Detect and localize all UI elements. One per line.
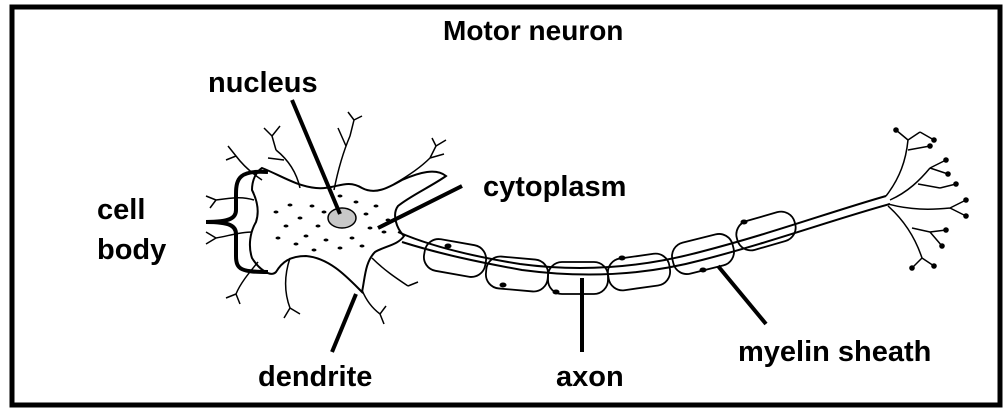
myelin-leader-line	[718, 266, 766, 324]
cell-body-outline	[250, 168, 446, 292]
diagram-title: Motor neuron	[443, 17, 623, 45]
axon-label: axon	[556, 363, 624, 392]
dendrite-label: dendrite	[258, 363, 372, 392]
dendrite-leader-line	[332, 294, 356, 352]
leader-lines	[206, 100, 766, 352]
dendrite-branches	[206, 112, 446, 324]
cell-body-bracket	[206, 172, 268, 272]
nucleus-label: nucleus	[208, 69, 318, 98]
myelin-sheath-label: myelin sheath	[738, 338, 931, 367]
axon-terminals	[886, 130, 966, 268]
nucleus-leader-line	[292, 100, 340, 214]
cell-body-label-line1: cell	[97, 196, 145, 225]
axon-fiber	[398, 196, 890, 275]
cell-body-label-line2: body	[97, 236, 166, 265]
cytoplasm-label: cytoplasm	[483, 173, 626, 202]
nucleus-shape	[328, 208, 356, 228]
terminal-buttons	[893, 127, 969, 271]
